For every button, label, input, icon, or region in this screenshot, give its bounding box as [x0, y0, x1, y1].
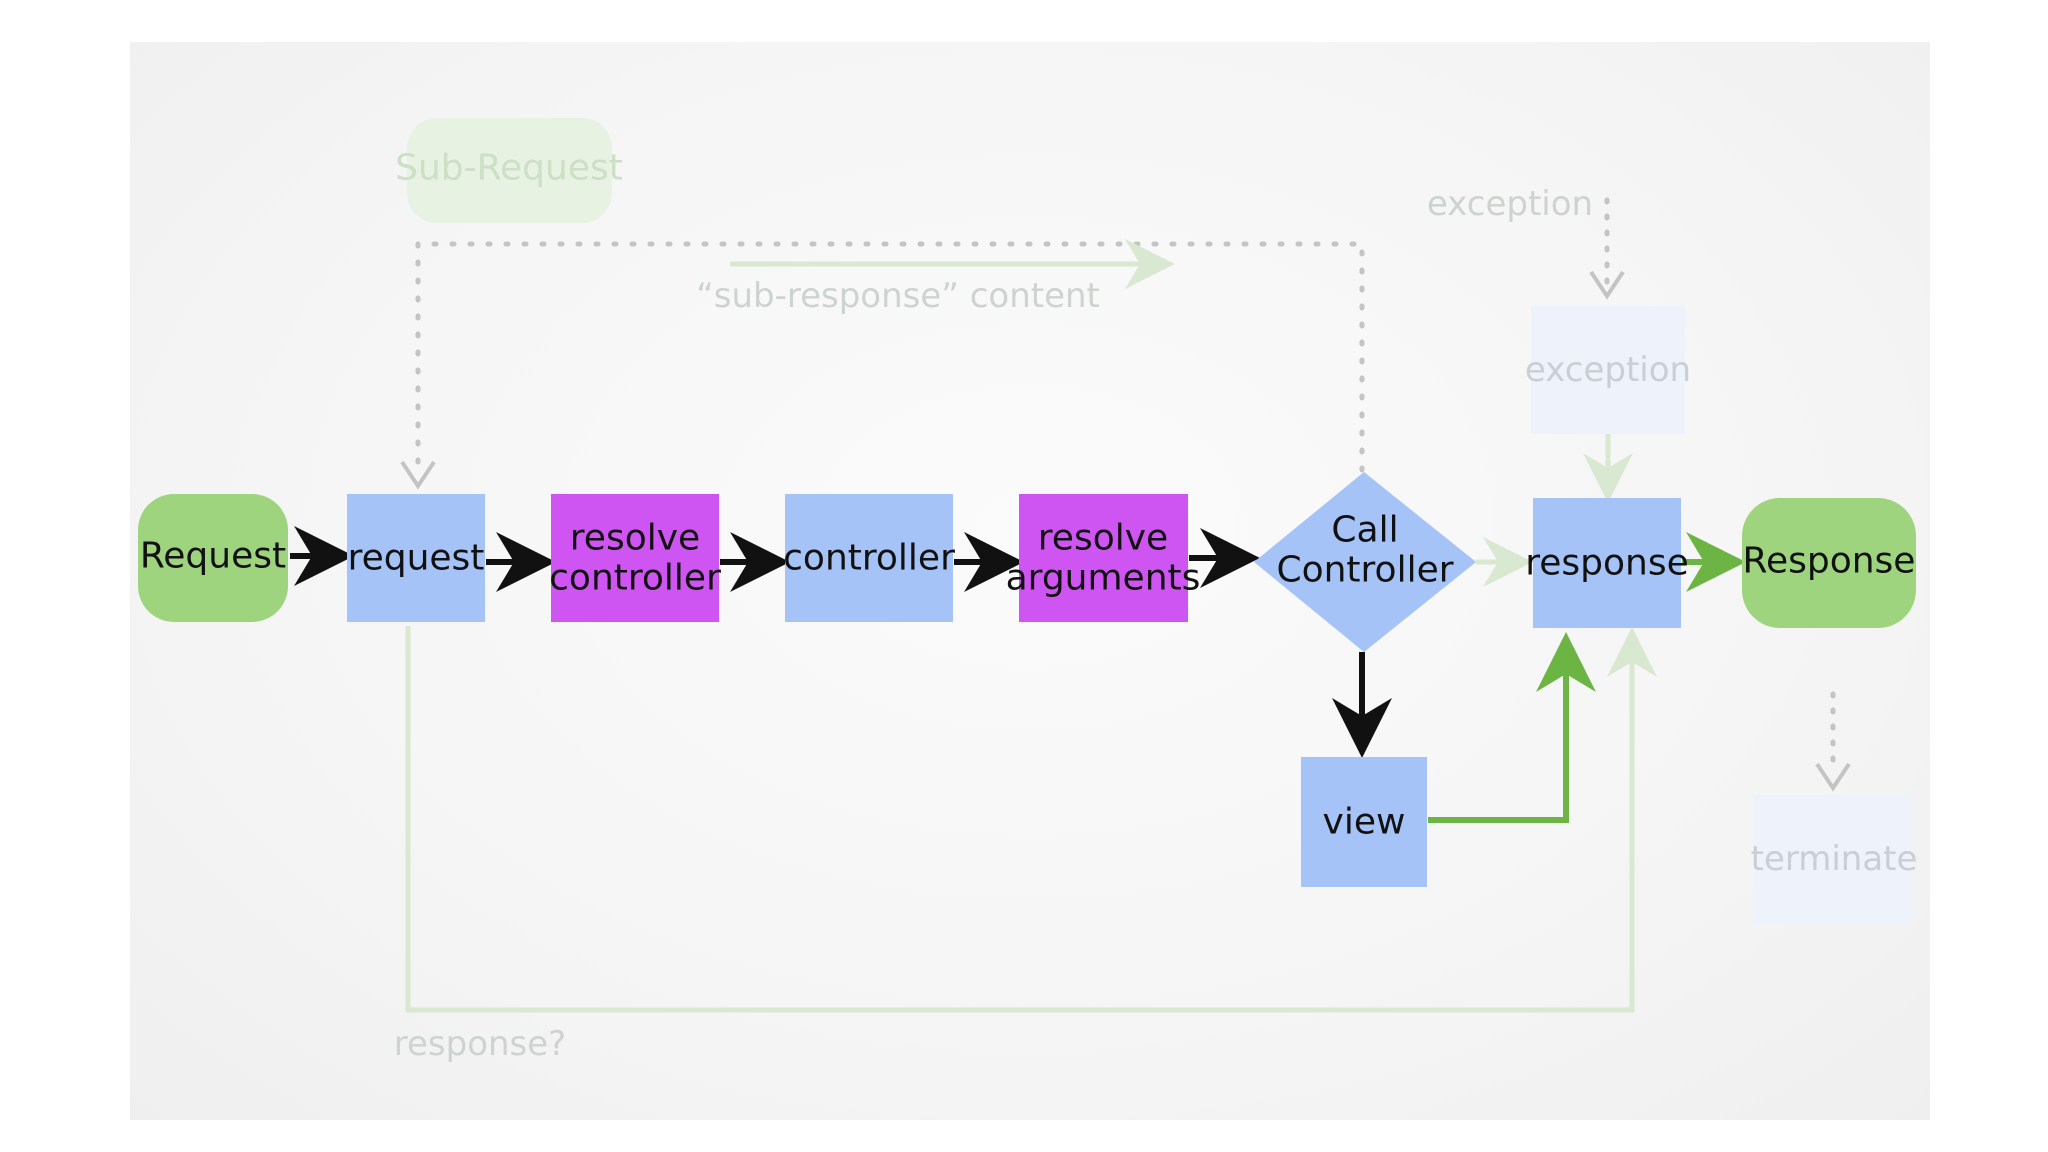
- request-node: request: [347, 494, 485, 622]
- call-controller-label-line1: Call: [1331, 510, 1398, 551]
- terminate-node-label: terminate: [1751, 839, 1918, 879]
- response-node: response: [1525, 498, 1689, 628]
- resolve-arguments-node: resolve arguments: [1006, 494, 1201, 622]
- arrow-view-to-response: [1428, 632, 1596, 823]
- response-label: response: [1525, 543, 1689, 584]
- call-controller-label-line2: Controller: [1276, 550, 1453, 591]
- request-start-label: Request: [140, 536, 286, 577]
- call-controller-node: Call Controller: [1254, 472, 1476, 652]
- sub-response-content-label: “sub-response” content: [696, 276, 1100, 316]
- response-bypass-path: [405, 626, 1657, 1013]
- resolve-controller-node: resolve controller: [549, 494, 721, 622]
- exception-dotted-arrowhead: [1589, 270, 1625, 300]
- resolve-controller-label-line1: resolve: [570, 518, 700, 559]
- exception-note-label: exception: [1427, 184, 1593, 224]
- request-start-node: Request: [138, 494, 288, 622]
- exception-node: exception: [1525, 306, 1691, 434]
- controller-label: controller: [783, 538, 955, 579]
- resolve-controller-label-line2: controller: [549, 558, 721, 599]
- request-label: request: [348, 538, 485, 579]
- exception-node-label: exception: [1525, 350, 1691, 390]
- response-question-label: response?: [394, 1024, 566, 1064]
- controller-node: controller: [783, 494, 955, 622]
- response-end-label: Response: [1743, 541, 1916, 582]
- resolve-arguments-label-line1: resolve: [1038, 518, 1168, 559]
- resolve-arguments-label-line2: arguments: [1006, 558, 1201, 599]
- sub-request-loop-arrowhead: [400, 460, 436, 490]
- terminate-dotted-arrowhead: [1815, 762, 1851, 792]
- sub-request-label: Sub-Request: [395, 148, 623, 189]
- response-end-node: Response: [1742, 498, 1916, 628]
- view-label: view: [1323, 802, 1406, 843]
- sub-request-node: Sub-Request: [395, 118, 623, 223]
- terminate-node: terminate: [1751, 795, 1918, 923]
- view-node: view: [1301, 757, 1427, 887]
